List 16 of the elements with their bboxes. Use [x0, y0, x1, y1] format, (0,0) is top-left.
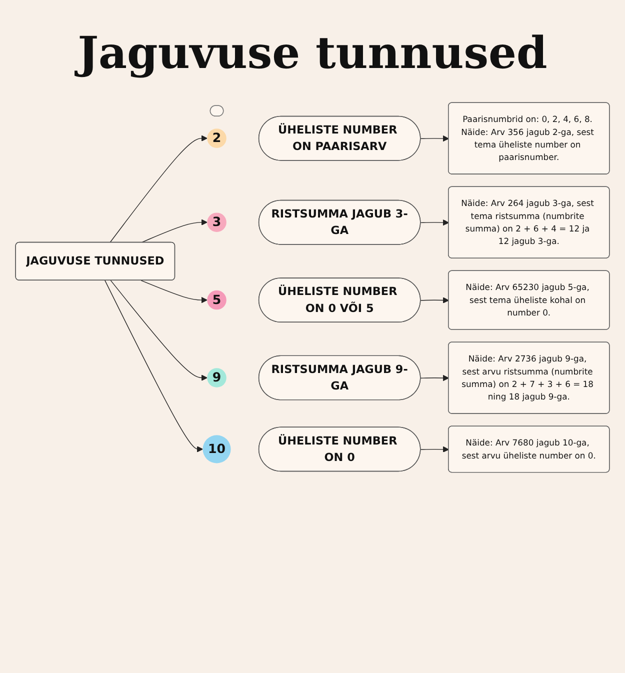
node-circle: 5: [207, 290, 226, 310]
title: Jaguvuse tunnused: [0, 28, 625, 79]
arrow: [110, 135, 208, 243]
node-circle: 10: [202, 435, 231, 464]
arrow: [420, 446, 449, 452]
arrow: [420, 297, 449, 304]
node-circle: 3: [207, 212, 226, 232]
arrow: [420, 374, 449, 382]
node-circle: 9: [207, 368, 226, 388]
arrow: [420, 219, 449, 226]
arrow: [420, 135, 449, 142]
arrow: [110, 280, 208, 381]
arrow: [140, 280, 208, 304]
arrow: [104, 280, 204, 452]
node-circle: 2: [207, 128, 226, 148]
arrow: [140, 219, 208, 243]
